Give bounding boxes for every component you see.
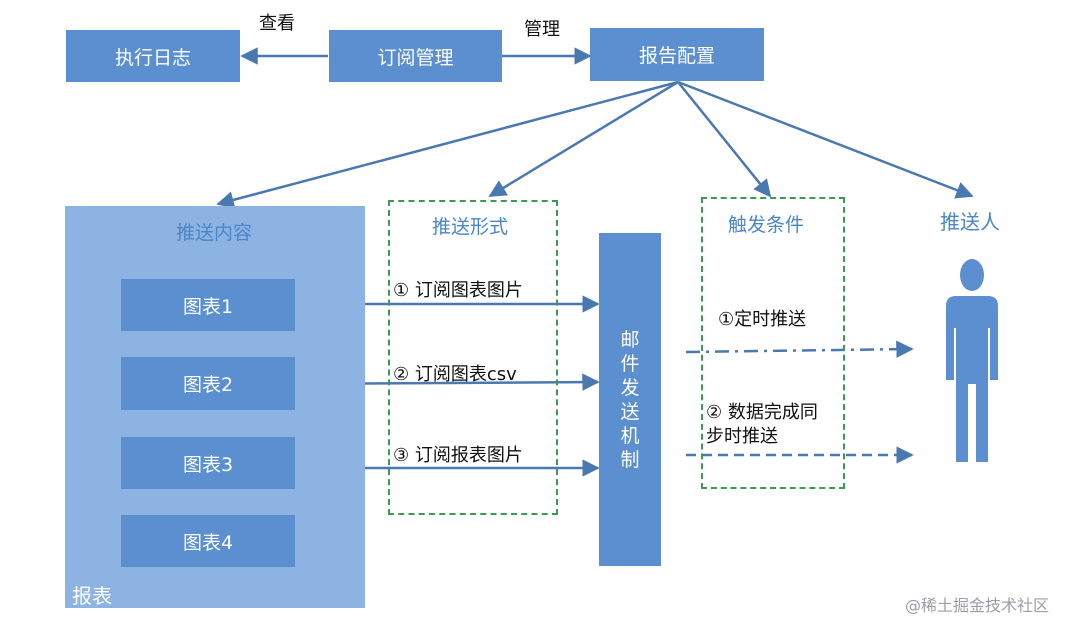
person-icon (946, 259, 998, 462)
log-box: 执行日志 (66, 30, 240, 82)
trigger-item-2-line2: 步时推送 (706, 426, 778, 447)
content-title: 推送内容 (176, 222, 253, 244)
subscribe-box: 订阅管理 (329, 30, 502, 82)
mail-char-2: 件 (620, 352, 640, 375)
config-box: 报告配置 (590, 28, 764, 81)
manage-label: 管理 (524, 19, 560, 40)
config-to-format-arrow (488, 80, 679, 198)
chart-box-4: 图表4 (121, 515, 295, 567)
trigger-title: 触发条件 (728, 214, 805, 236)
trigger-item-1: ①定时推送 (718, 309, 807, 330)
config-to-content-arrow (216, 80, 679, 209)
format-frame (388, 200, 558, 515)
watermark: @稀土掘金技术社区 (905, 596, 1050, 615)
view-label: 查看 (259, 13, 295, 34)
trigger-frame (701, 197, 845, 489)
mail-mechanism-box: 邮 件 发 送 机 制 (599, 233, 661, 566)
chart-box-2: 图表2 (121, 357, 295, 410)
chart-box-3: 图表3 (121, 437, 295, 489)
mail-char-3: 发 (620, 376, 640, 399)
config-to-trigger-arrow (677, 81, 772, 198)
mail-char-4: 送 (620, 400, 640, 423)
format-item-2: ② 订阅图表csv (393, 364, 517, 385)
trigger-item-2-line1: ② 数据完成同 (706, 402, 818, 423)
mail-char-5: 机 (620, 424, 640, 447)
format-item-1: ① 订阅图表图片 (393, 280, 523, 301)
config-to-recipient-arrow (677, 80, 974, 199)
format-title: 推送形式 (432, 216, 509, 238)
report-label: 报表 (72, 584, 112, 608)
timed-push-arrow (685, 340, 914, 358)
mail-char-6: 制 (620, 448, 640, 471)
recipient-title: 推送人 (940, 210, 1000, 234)
format-item-3: ③ 订阅报表图片 (393, 445, 523, 466)
chart-box-1: 图表1 (121, 279, 295, 331)
mail-char-1: 邮 (620, 328, 640, 351)
